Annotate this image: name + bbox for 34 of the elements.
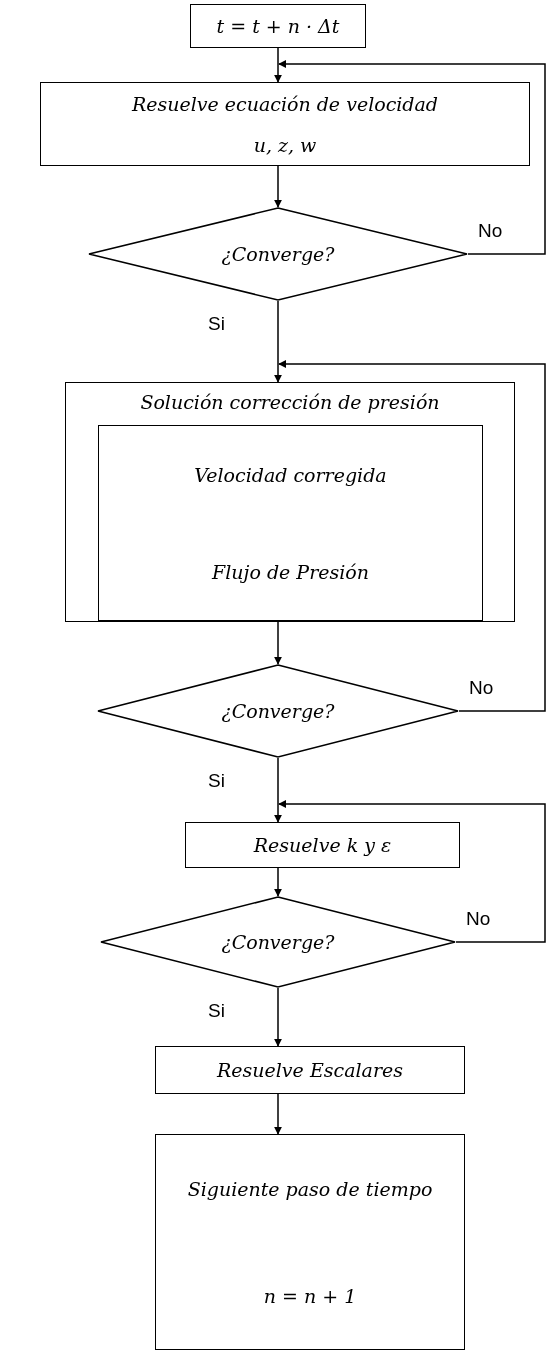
- arrow: [278, 800, 546, 943]
- step-text: Resuelve ecuación de velocidad: [131, 92, 439, 115]
- group-title: Solución corrección de presión: [140, 391, 440, 413]
- process-box: [155, 1134, 465, 1350]
- arrow: [274, 987, 282, 1047]
- step-text: Resuelve Escalares: [217, 1059, 403, 1081]
- decision-text: ¿Converge?: [221, 243, 335, 265]
- step-text: u, z, w: [253, 133, 317, 156]
- step-text: Velocidad corregida: [194, 463, 387, 486]
- decision-diamond: [100, 896, 456, 988]
- process-box: [40, 82, 530, 166]
- arrow: [274, 621, 282, 665]
- process-box: [190, 4, 366, 48]
- step-text: t = t + n · Δt: [216, 15, 340, 37]
- step-text: Flujo de Presión: [212, 560, 369, 583]
- arrow: [274, 300, 282, 383]
- arrow: [274, 867, 282, 897]
- arrow: [274, 47, 282, 83]
- arrow: [278, 360, 546, 712]
- step-text: Resuelve k y ε: [253, 834, 392, 856]
- arrow: [274, 165, 282, 208]
- arrow: [274, 757, 282, 823]
- process-box: [185, 822, 460, 868]
- decision-text: ¿Converge?: [221, 931, 335, 953]
- process-box: [155, 1046, 465, 1094]
- decision-text: ¿Converge?: [221, 700, 335, 722]
- process-box: [65, 382, 515, 622]
- arrow: [274, 1093, 282, 1135]
- step-text: n = n + 1: [263, 1284, 357, 1307]
- decision-diamond: [88, 207, 468, 301]
- step-text: Siguiente paso de tiempo: [187, 1177, 433, 1200]
- arrow: [278, 60, 546, 255]
- process-box: [98, 425, 483, 621]
- decision-diamond: [97, 664, 459, 758]
